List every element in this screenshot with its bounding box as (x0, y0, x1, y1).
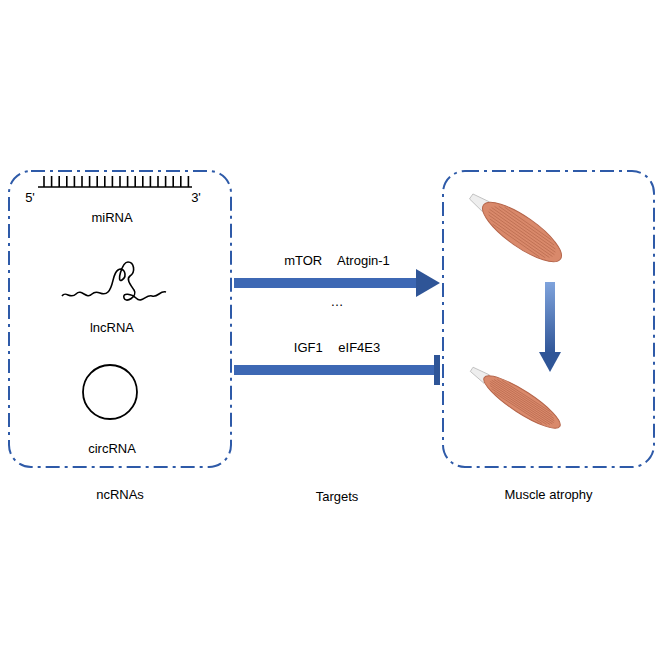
target-names: mTOR Atrogin-1 (282, 253, 392, 268)
muscle-panel: Muscle atrophy (442, 170, 655, 468)
muscle-atrophied (466, 360, 566, 436)
circrna-ring (83, 365, 137, 419)
column-caption: Targets (316, 489, 359, 504)
activation-arrow (234, 278, 416, 288)
strand-end: 5' (25, 190, 35, 205)
ellipsis: … (331, 294, 344, 309)
target-names: IGF1 eIF4E3 (292, 340, 382, 355)
panel-border (443, 171, 654, 467)
rna-name: circRNA (88, 441, 136, 456)
rna-name: miRNA (91, 210, 132, 225)
inhibition-arrow (234, 365, 434, 375)
panel-caption: Muscle atrophy (422, 487, 664, 502)
panel-caption: ncRNAs (0, 487, 252, 502)
muscle-normal (463, 184, 569, 271)
panel-border (9, 171, 231, 467)
dash-dot-outline (442, 170, 655, 468)
strand-end: 3' (191, 190, 201, 205)
rna-name: lncRNA (90, 320, 134, 335)
progression-arrow (539, 282, 561, 372)
lncrna-strand (62, 262, 166, 300)
mirna-strand (38, 176, 192, 187)
